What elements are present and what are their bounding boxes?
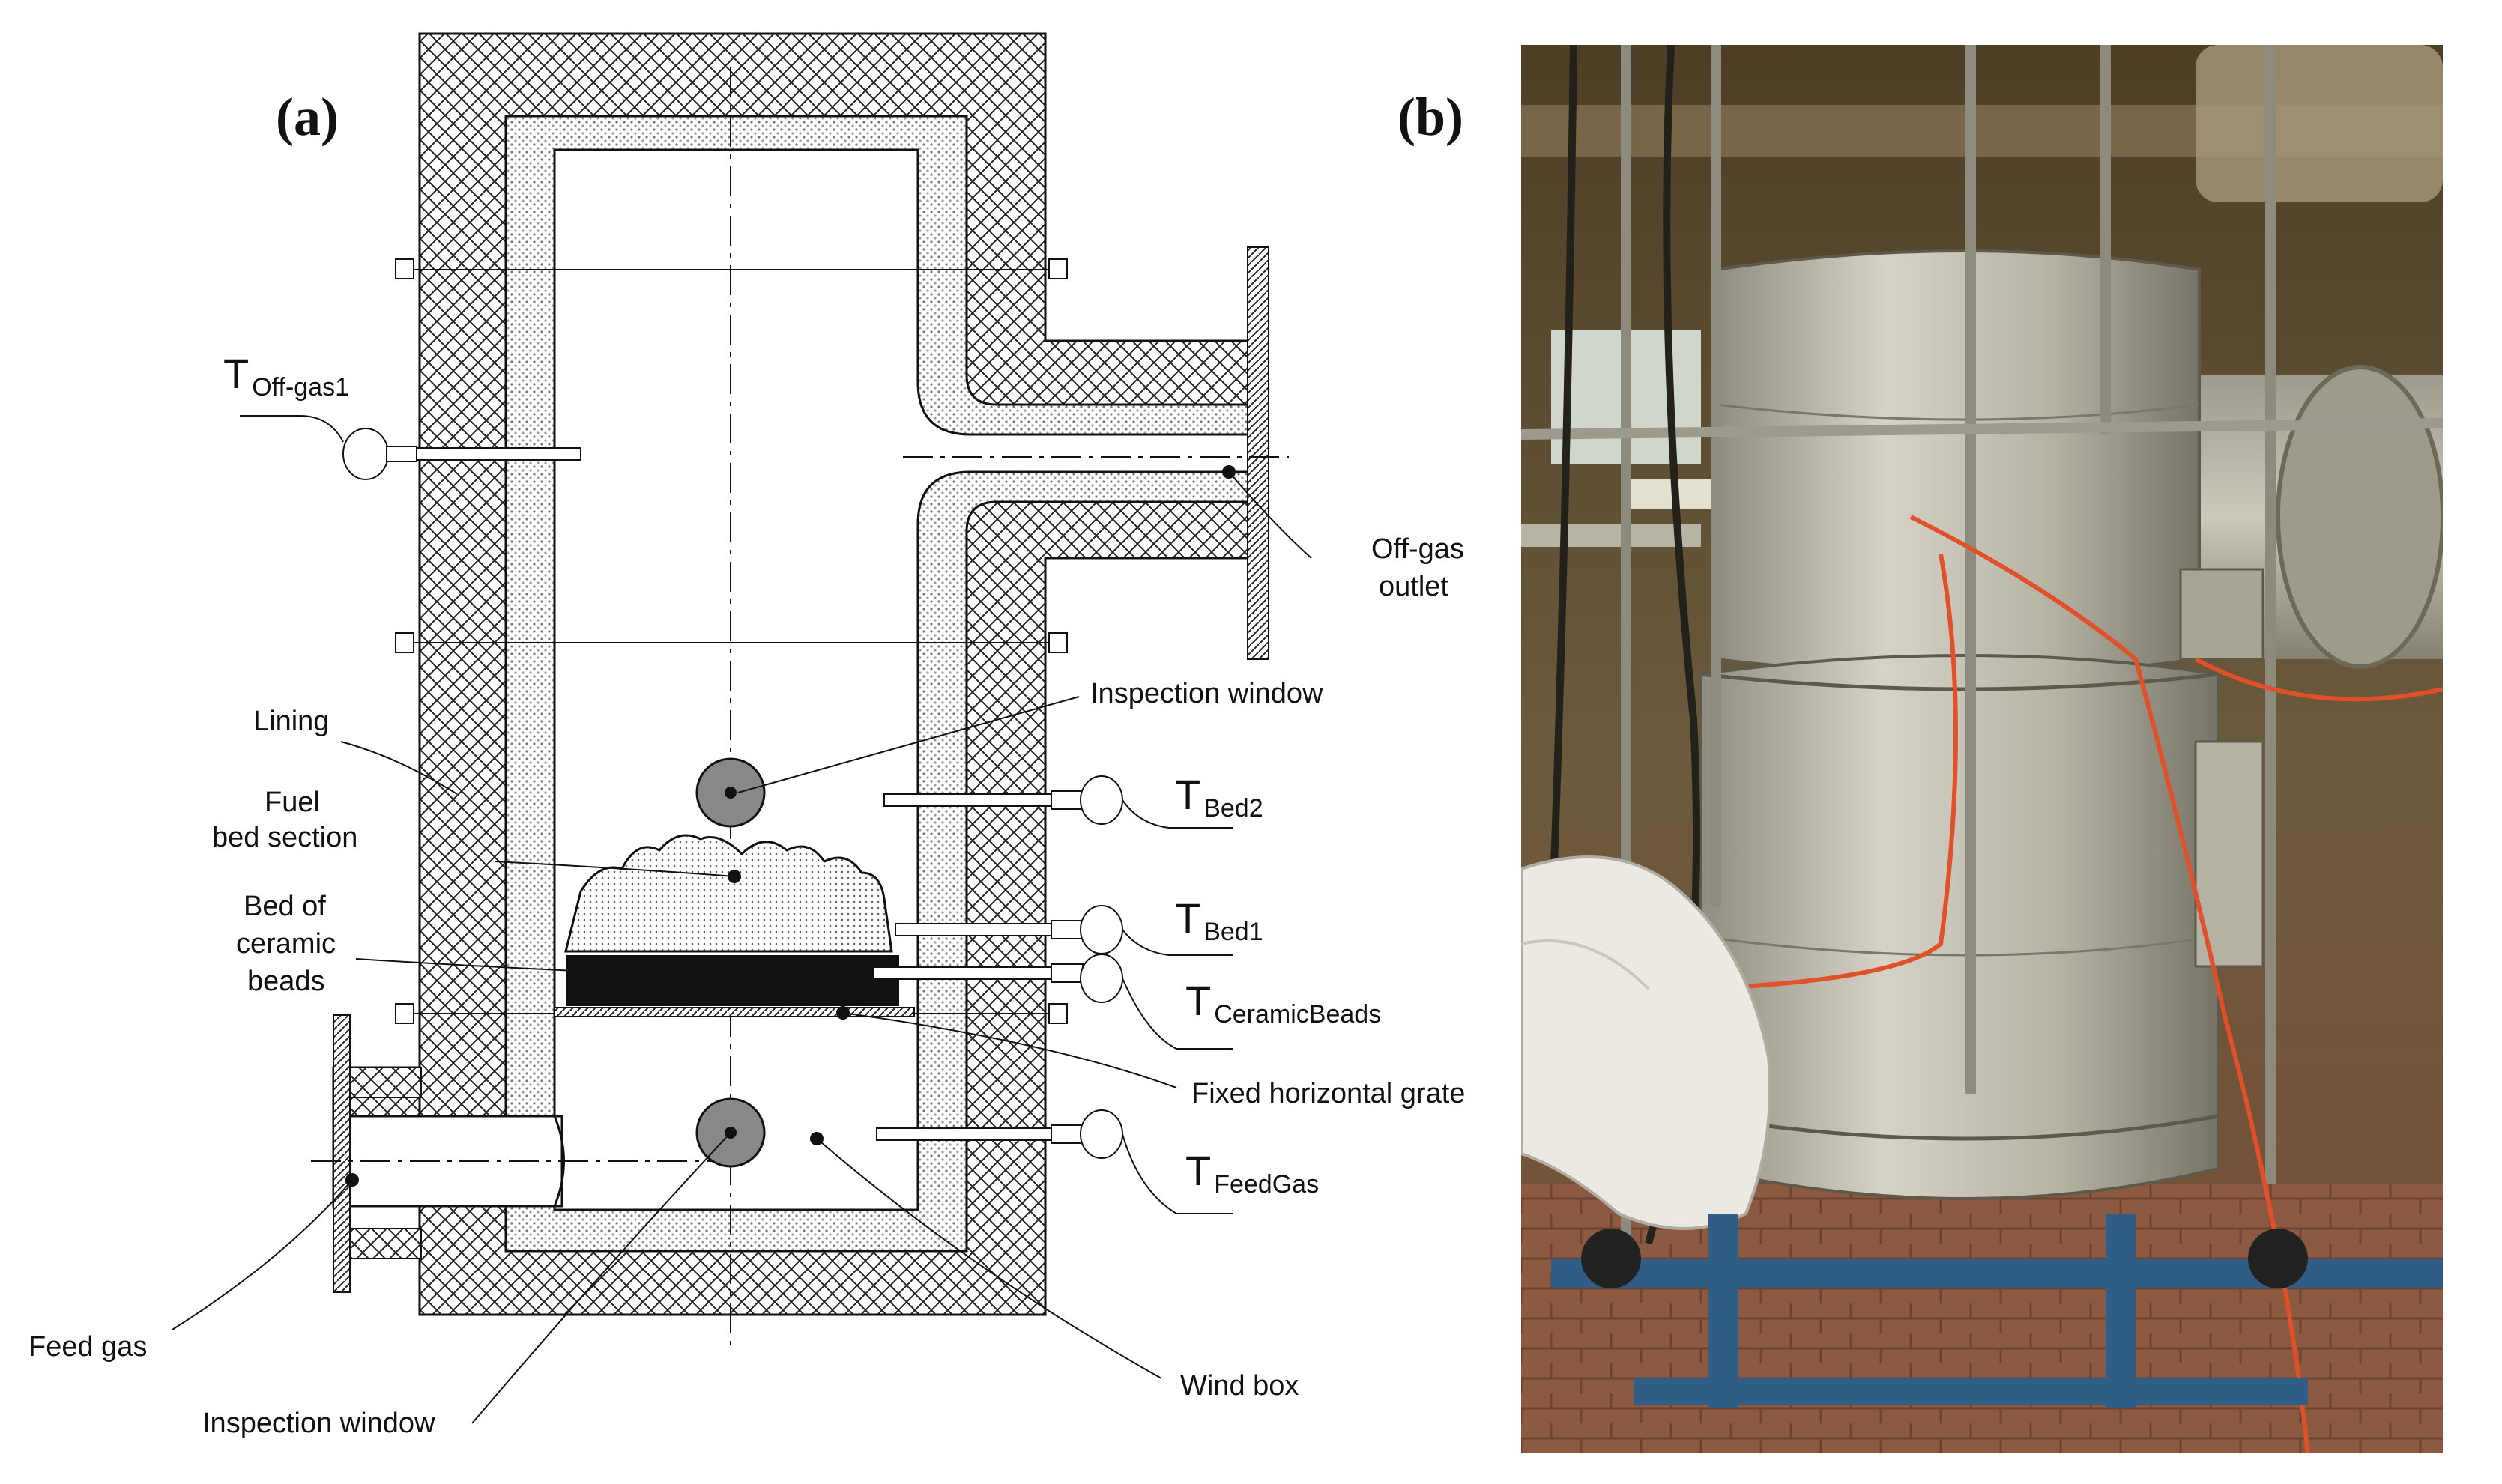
label-inspection-window-top: Inspection window	[1090, 678, 1323, 709]
label-offgas-1: Off-gas	[1371, 533, 1464, 565]
label-ceramic-3: beads	[247, 966, 325, 997]
label-wind-box: Wind box	[1180, 1370, 1299, 1402]
label-fuel-bed-2: bed section	[212, 822, 357, 853]
reactor-photo	[1521, 45, 2443, 1453]
label-ceramic-2: ceramic	[236, 928, 336, 960]
ceramic-bead-bed	[566, 955, 899, 1006]
panel-a-tag: (a)	[276, 87, 339, 147]
reactor-drum-lower	[1699, 654, 2220, 1200]
outlet-flange	[1247, 246, 1269, 660]
fuel-bed	[564, 834, 893, 953]
fixed-grate	[554, 1007, 915, 1017]
label-offgas-2: outlet	[1379, 571, 1448, 602]
wheel-left	[1581, 1229, 1641, 1288]
reactor-schematic: (a) Lining Fuel bed section Bed of ceram…	[28, 32, 1465, 1439]
panel-b-tag: (b)	[1397, 87, 1463, 147]
reactor-drum-upper	[1714, 249, 2201, 676]
label-feed-gas: Feed gas	[28, 1331, 147, 1363]
label-ceramic-1: Bed of	[244, 891, 326, 922]
cart-frame	[1551, 1259, 2443, 1288]
label-fuel-bed-1: Fuel	[265, 787, 320, 818]
label-inspection-window-bottom: Inspection window	[202, 1408, 435, 1439]
inlet-flange	[333, 1014, 351, 1293]
label-grate: Fixed horizontal grate	[1191, 1078, 1465, 1109]
label-lining: Lining	[253, 706, 329, 737]
wheel-right	[2248, 1229, 2308, 1288]
insulated-feed-pipe	[1521, 855, 1771, 1230]
